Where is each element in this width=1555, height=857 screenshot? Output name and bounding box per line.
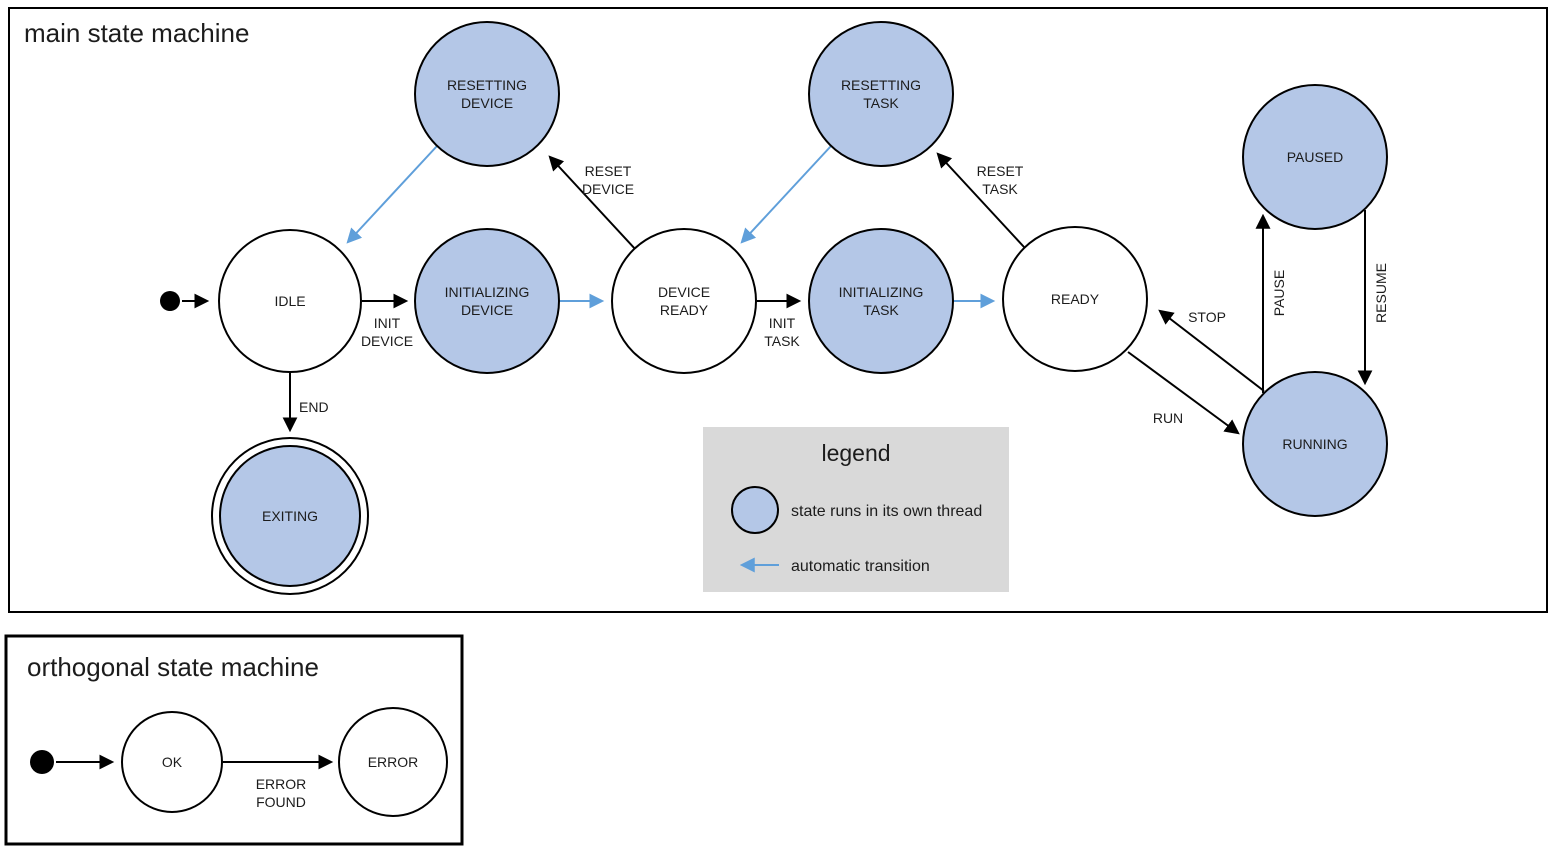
state-paused — [1242, 84, 1388, 230]
main-state-machine-panel: main state machine INIT DEVICE INIT TASK… — [8, 7, 1548, 613]
state-resetting-task-label-line1: RESETTING — [841, 77, 921, 93]
main-panel-border — [8, 7, 1548, 613]
state-running-label: RUNNING — [1282, 436, 1347, 452]
transition-run — [1127, 351, 1240, 435]
state-initializing-task-label-line2: TASK — [863, 302, 899, 318]
transition-init-task-label-line1: INIT — [769, 315, 796, 331]
state-resetting-device-label-line1: RESETTING — [447, 77, 527, 93]
transition-reset-device — [548, 155, 637, 251]
state-resetting-device — [414, 21, 560, 167]
transition-error-found-label-line2: FOUND — [256, 794, 306, 810]
orthogonal-panel-title: orthogonal state machine — [27, 652, 319, 682]
state-initializing-task — [808, 228, 954, 374]
state-initializing-device — [414, 228, 560, 374]
state-error — [338, 707, 448, 817]
transition-pause-label: PAUSE — [1271, 270, 1287, 316]
transition-stop-label: STOP — [1188, 309, 1226, 325]
legend-thread-state-icon — [731, 486, 779, 534]
state-initializing-device-label-line2: DEVICE — [461, 302, 513, 318]
legend: legend state runs in its own thread auto… — [703, 427, 1009, 592]
transition-run-label: RUN — [1153, 410, 1183, 426]
state-error-label: ERROR — [368, 754, 419, 770]
state-exiting — [219, 445, 361, 587]
transition-reset-device-label-line2: DEVICE — [582, 181, 634, 197]
state-paused-label: PAUSED — [1287, 149, 1344, 165]
state-device-ready-label-line1: DEVICE — [658, 284, 710, 300]
state-resetting-task-label-line2: TASK — [863, 95, 899, 111]
state-exiting-label: EXITING — [262, 508, 318, 524]
transition-error-found-label-line1: ERROR — [256, 776, 307, 792]
state-idle — [218, 229, 362, 373]
state-resetting-device-label-line2: DEVICE — [461, 95, 513, 111]
state-resetting-task — [808, 21, 954, 167]
legend-thread-label: state runs in its own thread — [791, 503, 982, 520]
state-idle-label: IDLE — [274, 293, 305, 309]
transition-end-label: END — [299, 399, 329, 415]
transition-reset-task-label-line2: TASK — [982, 181, 1018, 197]
orthogonal-state-machine-panel: orthogonal state machine ERROR FOUND OK … — [4, 634, 464, 846]
state-device-ready — [611, 228, 757, 374]
state-initializing-device-label-line1: INITIALIZING — [445, 284, 530, 300]
state-ok-label: OK — [162, 754, 183, 770]
transition-init-device-label-line1: INIT — [374, 315, 401, 331]
transition-auto-resetting-device-to-idle — [346, 145, 438, 244]
initial-state-dot — [160, 291, 180, 311]
transition-stop — [1158, 309, 1265, 392]
state-ready — [1002, 226, 1148, 372]
orthogonal-initial-state-dot — [30, 750, 54, 774]
transition-resume-label: RESUME — [1373, 263, 1389, 323]
state-ready-label: READY — [1051, 291, 1100, 307]
transition-init-device-label-line2: DEVICE — [361, 333, 413, 349]
state-device-ready-label-line2: READY — [660, 302, 709, 318]
state-running — [1242, 371, 1388, 517]
transition-init-task-label-line2: TASK — [764, 333, 800, 349]
state-initializing-task-label-line1: INITIALIZING — [839, 284, 924, 300]
transition-reset-task — [936, 152, 1025, 248]
state-ok — [121, 711, 223, 813]
orthogonal-panel-border — [4, 634, 464, 846]
transition-reset-device-label-line1: RESET — [585, 163, 632, 179]
legend-auto-label: automatic transition — [791, 558, 930, 575]
transition-reset-task-label-line1: RESET — [977, 163, 1024, 179]
transition-auto-resetting-task-to-device-ready — [740, 145, 832, 244]
legend-title: legend — [821, 440, 890, 466]
main-panel-title: main state machine — [24, 18, 249, 48]
